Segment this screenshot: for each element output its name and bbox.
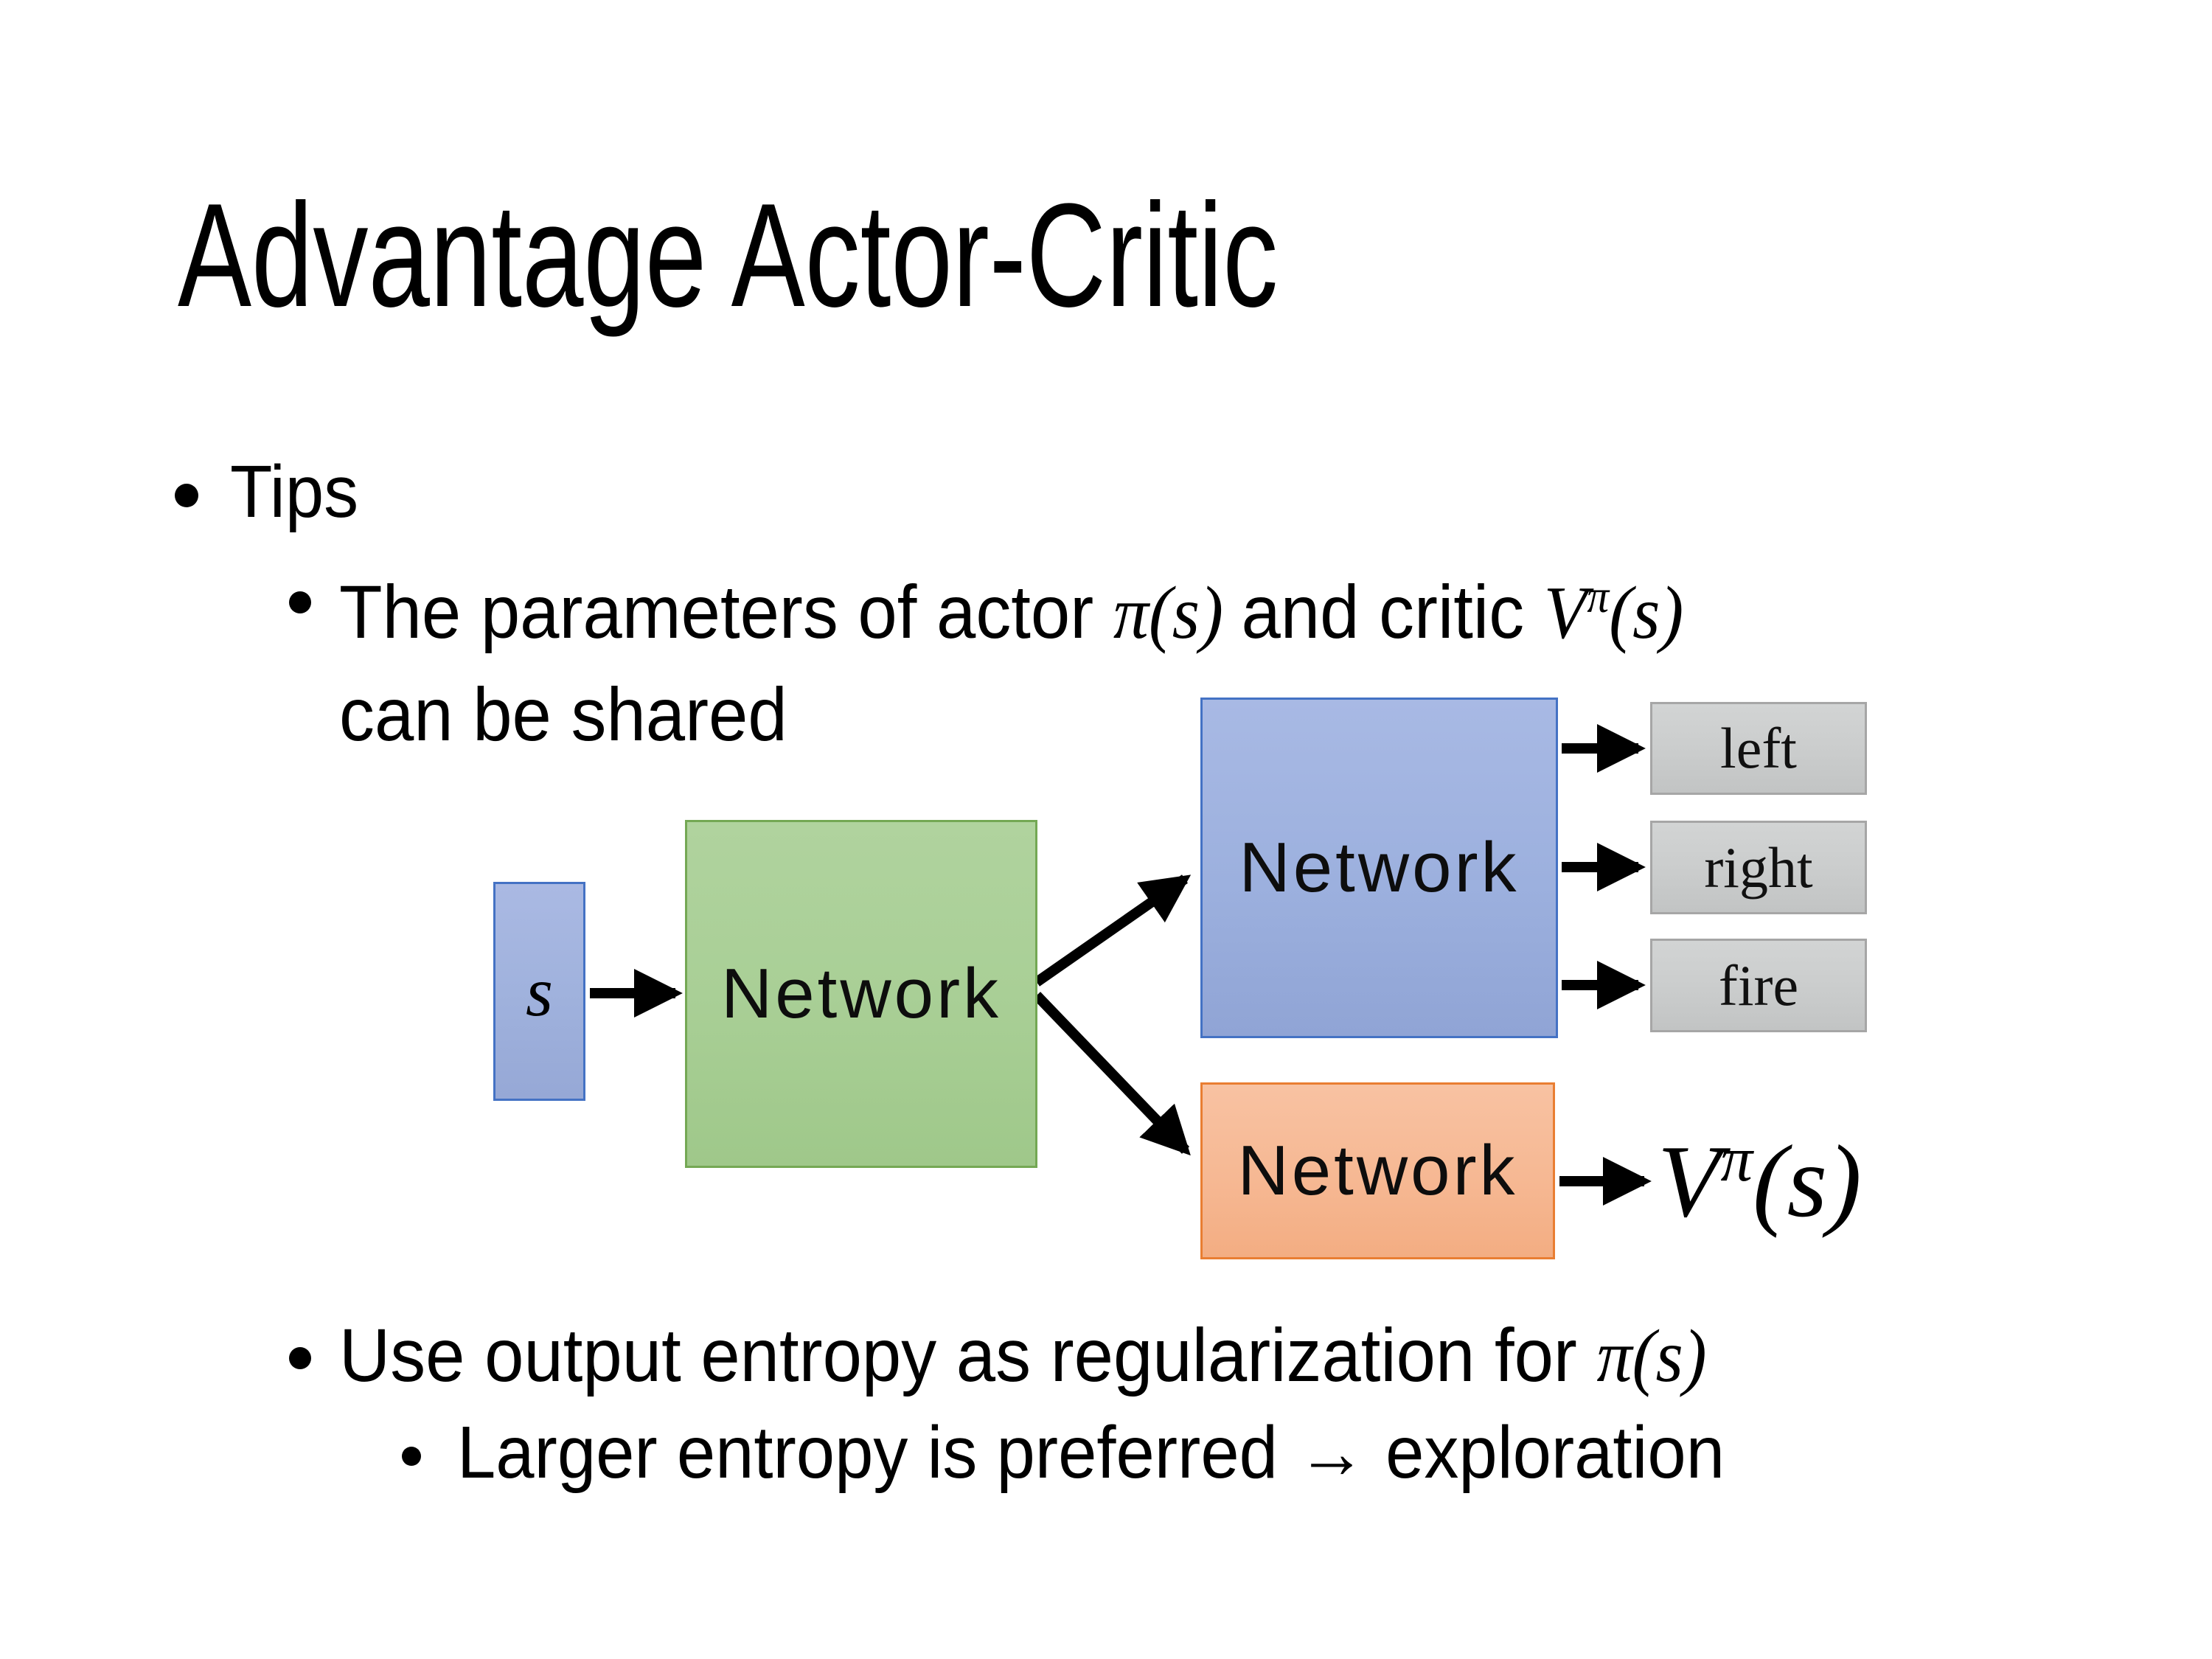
bullet-dot-level2 <box>289 1347 311 1369</box>
bullet-tips: Tips <box>230 451 359 533</box>
bullet-parameters-mid: and critic <box>1241 570 1544 654</box>
action-box-fire: fire <box>1650 939 1867 1032</box>
critic-value-output: Vπ(s) <box>1658 1124 1862 1239</box>
math-V-args: (s) <box>1609 571 1684 655</box>
critic-network-label: Network <box>1237 1131 1518 1210</box>
shared-network-box: Network <box>685 820 1037 1168</box>
bullet-parameters-pre: The parameters of actor <box>339 570 1113 654</box>
shared-network-label: Network <box>720 954 1002 1033</box>
bullet-larger-entropy: Larger entropy is preferred → exploratio… <box>457 1411 1725 1494</box>
math-pi-s: π(s) <box>1113 571 1224 655</box>
math-value-args: (s) <box>1753 1124 1862 1239</box>
math-V: V <box>1543 571 1587 655</box>
action-label-left: left <box>1720 716 1797 780</box>
bullet-parameters-line2: can be shared <box>339 672 787 757</box>
arrow-shared-to-critic <box>1032 992 1191 1156</box>
actor-network-label: Network <box>1239 828 1520 907</box>
critic-network-box: Network <box>1200 1082 1555 1259</box>
bullet-entropy-pre: Use output entropy as regularization for <box>339 1313 1597 1397</box>
action-label-fire: fire <box>1718 953 1799 1018</box>
page-title: Advantage Actor-Critic <box>178 173 1279 338</box>
state-label: s <box>526 952 553 1031</box>
bullet-dot-level1 <box>175 484 198 507</box>
bullet-dot-level3 <box>402 1447 421 1466</box>
math-value-V: V <box>1658 1124 1721 1239</box>
bullet-parameters-shared: The parameters of actor π(s)and critic V… <box>339 562 1683 765</box>
math-V-superscript-pi: π <box>1587 571 1610 623</box>
action-box-right: right <box>1650 821 1867 914</box>
bullet-entropy-regularization: Use output entropy as regularization for… <box>339 1318 1707 1394</box>
arrow-shared-to-actor <box>1033 874 1192 987</box>
action-box-left: left <box>1650 702 1867 795</box>
state-input-box: s <box>493 882 585 1101</box>
bullet-parameters-line1: The parameters of actor π(s)and critic V… <box>339 562 1683 664</box>
action-label-right: right <box>1704 835 1813 900</box>
bullet-dot-level2 <box>289 591 311 613</box>
actor-network-box: Network <box>1200 698 1558 1038</box>
math-pi-s: π(s) <box>1596 1315 1707 1398</box>
math-value-superscript-pi: π <box>1720 1124 1753 1195</box>
